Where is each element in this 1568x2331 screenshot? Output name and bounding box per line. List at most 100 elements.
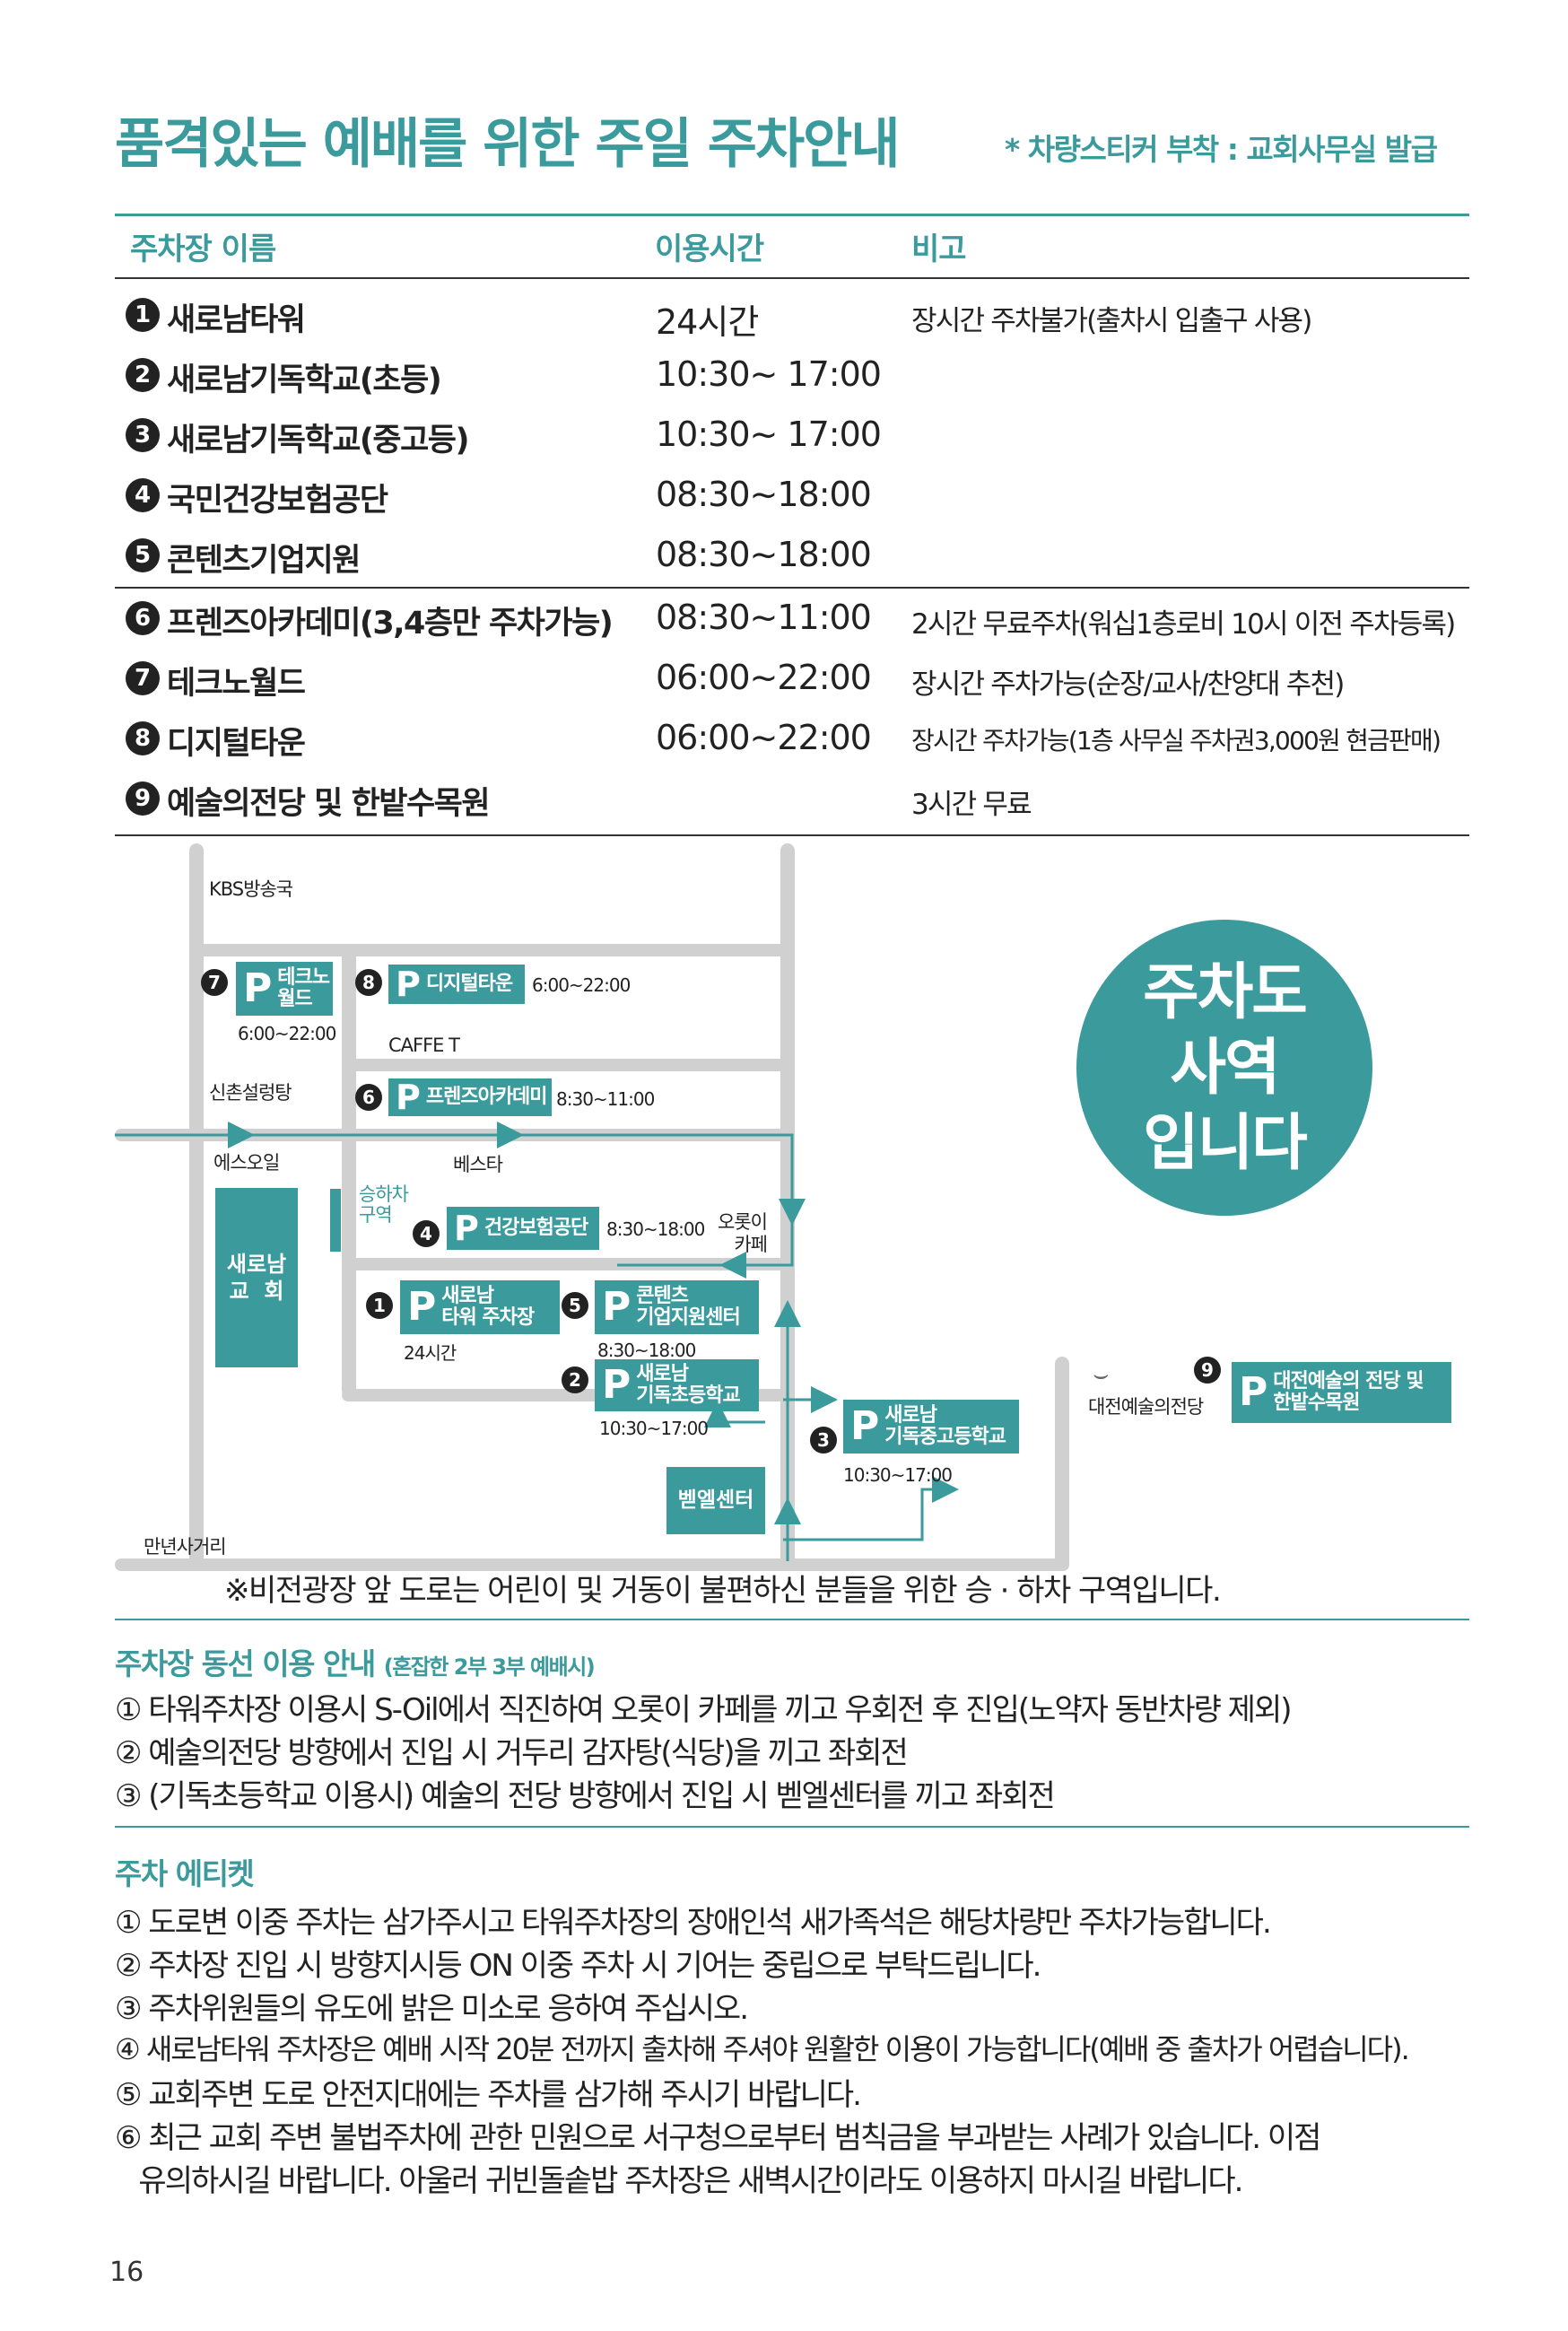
route-subtitle: (혼잡한 2부 3부 예배시) xyxy=(383,1654,596,1680)
arts-center-icon: ⌣ xyxy=(1093,1359,1110,1389)
lot-number-5: 5 xyxy=(562,1292,588,1319)
road-horizontal-2 xyxy=(342,1059,795,1071)
table-header-rule xyxy=(115,277,1469,279)
label-caffe: CAFFE T xyxy=(388,1035,460,1056)
row-number: 7 xyxy=(126,661,160,695)
lot-8-name: 디지털타운 xyxy=(425,972,513,995)
parking-icon: P xyxy=(602,1284,632,1330)
label-sinchon: 신촌설렁탕 xyxy=(209,1082,292,1104)
etiquette-item: ④ 새로남타워 주차장은 예배 시작 20분 전까지 출차해 주셔야 원활한 이… xyxy=(115,2032,1410,2066)
etiquette-item: ② 주차장 진입 시 방향지시등 ON 이중 주차 시 기어는 중립으로 부탁드… xyxy=(115,1948,1041,1984)
lot-7-time: 6:00~22:00 xyxy=(238,1023,336,1044)
lot-3-time: 10:30~17:00 xyxy=(843,1464,953,1486)
lot-name: 새로남타워 xyxy=(167,302,306,338)
etiquette-item: ⑤ 교회주변 도로 안전지대에는 주차를 삼가해 주시기 바랍니다. xyxy=(115,2077,862,2113)
lot-time: 24시간 xyxy=(656,302,759,342)
lot-note: 2시간 무료주차(워십1층로비 10시 이전 주차등록) xyxy=(911,608,1456,641)
parking-ministry-badge: 주차도 사역 입니다 xyxy=(1076,920,1372,1216)
table-group-rule xyxy=(115,587,1469,589)
lot-time: 10:30~ 17:00 xyxy=(656,354,882,394)
lot-3-name: 새로남 기독중고등학교 xyxy=(884,1403,1006,1448)
lot-5-time: 8:30~18:00 xyxy=(597,1340,696,1361)
lot-2-time: 10:30~17:00 xyxy=(599,1418,709,1439)
lot-note: 3시간 무료 xyxy=(911,789,1032,821)
table-row: 3 새로남기독학교(중고등) 10:30~ 17:00 xyxy=(115,409,1469,468)
route-arrow xyxy=(719,1220,794,1279)
label-besta: 베스타 xyxy=(453,1154,503,1175)
row-number: 9 xyxy=(126,781,160,816)
lot-time: 06:00~22:00 xyxy=(656,658,872,697)
road-vertical-west xyxy=(189,843,204,1570)
table-row: 6 프렌즈아카데미(3,4층만 주차가능) 08:30~11:00 2시간 무료… xyxy=(115,592,1469,651)
parking-icon: P xyxy=(243,965,273,1011)
parking-icon: P xyxy=(1239,1369,1268,1415)
road-horizontal-bottom xyxy=(115,1558,1069,1571)
lot-5-content-center: P 콘텐츠 기업지원센터 xyxy=(595,1280,759,1334)
lot-number-8: 8 xyxy=(355,969,382,996)
lot-7-technoworld: P 테크노 월드 xyxy=(236,962,333,1016)
lot-7-name: 테크노 월드 xyxy=(277,965,330,1010)
row-number: 4 xyxy=(126,478,160,512)
lot-number-3: 3 xyxy=(810,1427,837,1454)
parking-icon: P xyxy=(396,965,421,1004)
parking-map: KBS방송국 신촌설렁탕 에스오일 CAFFE T 베스타 승하차 구역 오롯이… xyxy=(115,843,1469,1615)
lot-6-time: 8:30~11:00 xyxy=(556,1088,655,1110)
lot-number-7: 7 xyxy=(201,969,228,996)
row-number: 2 xyxy=(126,358,160,392)
lot-number-4: 4 xyxy=(413,1220,440,1247)
lot-1-name: 새로남 타워 주차장 xyxy=(441,1284,535,1329)
page-number: 16 xyxy=(109,2257,144,2288)
lot-name: 새로남기독학교(중고등) xyxy=(167,423,470,458)
church-building: 새로남 교 회 xyxy=(215,1188,298,1367)
lot-note: 장시간 주차가능(1층 사무실 주차권3,000원 현금판매) xyxy=(911,726,1442,755)
label-dropoff-zone: 승하차 구역 xyxy=(359,1183,409,1227)
lot-2-name: 새로남 기독초등학교 xyxy=(636,1362,740,1407)
dropoff-zone-marker xyxy=(330,1189,341,1252)
lot-note: 장시간 주차불가(출차시 입출구 사용) xyxy=(911,305,1312,337)
lot-number-6: 6 xyxy=(355,1084,382,1111)
label-kbs: KBS방송국 xyxy=(209,878,293,900)
lot-time: 06:00~22:00 xyxy=(656,718,872,757)
parking-icon: P xyxy=(454,1209,479,1248)
route-arrow xyxy=(704,1401,765,1427)
table-row: 7 테크노월드 06:00~22:00 장시간 주차가능(순장/교사/찬양대 추… xyxy=(115,652,1469,712)
label-arts-center: 대전예술의전당 xyxy=(1088,1396,1204,1418)
route-arrows xyxy=(115,1122,959,1561)
etiquette-item: ⑥ 최근 교회 주변 불법주차에 관한 민원으로 서구청으로부터 범칙금을 부과… xyxy=(115,2120,1321,2156)
sticker-note: * 차량스티커 부착 : 교회사무실 발급 xyxy=(1005,132,1438,167)
table-row: 1 새로남타워 24시간 장시간 주차불가(출차시 입출구 사용) xyxy=(115,289,1469,348)
lot-3-secondary-school: P 새로남 기독중고등학교 xyxy=(843,1400,1019,1454)
table-top-rule xyxy=(115,214,1469,216)
table-row: 5 콘텐츠기업지원 08:30~18:00 xyxy=(115,529,1469,589)
section-rule xyxy=(115,1826,1469,1828)
lot-5-name: 콘텐츠 기업지원센터 xyxy=(636,1284,740,1329)
parking-icon: P xyxy=(396,1078,421,1117)
etiquette-item: ③ 주차위원들의 유도에 밝은 미소로 응하여 주십시오. xyxy=(115,1991,749,2027)
lot-6-friends-academy: P 프렌즈아카데미 xyxy=(388,1078,552,1116)
route-item: ① 타워주차장 이용시 S-Oil에서 직진하여 오롯이 카페를 끼고 우회전 … xyxy=(115,1692,1293,1728)
table-row: 4 국민건강보험공단 08:30~18:00 xyxy=(115,469,1469,528)
lot-1-tower-parking: P 새로남 타워 주차장 xyxy=(400,1280,560,1334)
page-title: 품격있는 예배를 위한 주일 주차안내 xyxy=(115,113,901,176)
route-arrow xyxy=(518,1133,806,1226)
lot-note: 장시간 주차가능(순장/교사/찬양대 추천) xyxy=(911,668,1345,701)
route-item: ② 예술의전당 방향에서 진입 시 거두리 감자탕(식당)을 끼고 좌회전 xyxy=(115,1735,909,1771)
lot-number-2: 2 xyxy=(562,1366,588,1393)
row-number: 5 xyxy=(126,538,160,572)
route-section-title: 주차장 동선 이용 안내 (혼잡한 2부 3부 예배시) xyxy=(115,1640,596,1683)
etiquette-item: 유의하시길 바랍니다. 아울러 귀빈돌솥밥 주차장은 새벽시간이라도 이용하지 … xyxy=(115,2163,1243,2199)
label-manyeon-intersection: 만년사거리 xyxy=(144,1536,227,1558)
lot-number-1: 1 xyxy=(366,1292,393,1319)
section-rule xyxy=(115,1619,1469,1620)
lot-name: 예술의전당 및 한밭수목원 xyxy=(167,786,491,822)
row-number: 3 xyxy=(126,418,160,452)
lot-name: 디지털타운 xyxy=(167,726,306,762)
lot-4-name: 건강보험공단 xyxy=(483,1216,588,1239)
table-row: 8 디지털타운 06:00~22:00 장시간 주차가능(1층 사무실 주차권3… xyxy=(115,712,1469,772)
route-title: 주차장 동선 이용 안내 xyxy=(115,1646,376,1681)
lot-6-name: 프렌즈아카데미 xyxy=(425,1085,548,1108)
row-number: 6 xyxy=(126,601,160,635)
parking-icon: P xyxy=(602,1362,632,1408)
table-row: 2 새로남기독학교(초등) 10:30~ 17:00 xyxy=(115,349,1469,408)
route-item: ③ (기독초등학교 이용시) 예술의 전당 방향에서 진입 시 벧엘센터를 끼고… xyxy=(115,1778,1056,1814)
